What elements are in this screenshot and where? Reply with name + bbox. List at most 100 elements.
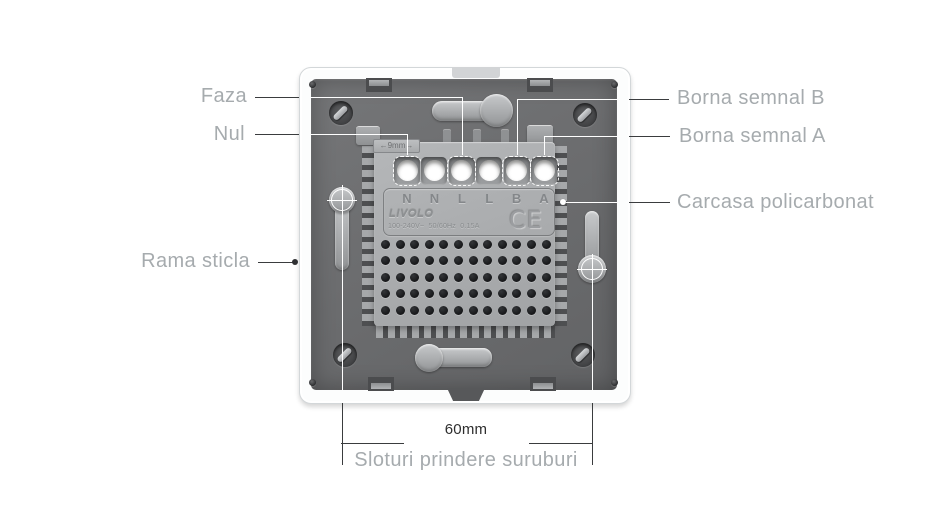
vent-hole <box>395 305 405 315</box>
module-teeth-left <box>362 146 375 326</box>
vent-hole <box>483 289 493 299</box>
vent-hole <box>410 240 420 249</box>
vent-hole <box>381 289 390 299</box>
wire-gauge-badge: ←9mm→ <box>373 139 420 153</box>
plate-notch <box>368 377 394 391</box>
leader-borna-a-vertical <box>544 136 545 155</box>
dim-line-right-dark <box>592 403 593 465</box>
vent-hole <box>410 256 420 266</box>
dim-line-horizontal-left <box>341 443 404 444</box>
vent-hole <box>381 256 390 266</box>
vent-hole <box>395 256 405 266</box>
vent-hole <box>483 256 493 266</box>
oval-screw <box>329 101 353 125</box>
vent-hole <box>512 272 522 282</box>
vent-hole <box>512 256 522 266</box>
vent-hole <box>526 289 536 299</box>
vent-hole <box>483 240 493 249</box>
vent-hole <box>541 305 551 315</box>
corner-screw <box>611 81 618 88</box>
terminal-hole <box>478 160 500 181</box>
leader-borna-b-light <box>517 99 617 100</box>
vent-hole <box>541 272 551 282</box>
vent-hole <box>453 305 463 315</box>
vent-hole <box>468 289 478 299</box>
vent-hole <box>395 240 405 249</box>
vent-hole <box>381 240 390 249</box>
corner-screw <box>309 81 316 88</box>
vent-hole <box>526 256 536 266</box>
leader-borna-b-vertical <box>517 99 518 155</box>
vent-hole <box>468 240 478 249</box>
vent-hole <box>410 305 420 315</box>
vent-hole <box>381 272 390 282</box>
terminal-label: L <box>485 191 494 206</box>
label-borna-semnal-a: Borna semnal A <box>679 125 826 147</box>
label-nul: Nul <box>213 123 245 145</box>
terminal-hole <box>506 160 528 181</box>
module-tab <box>473 130 481 143</box>
vent-grid <box>381 240 551 315</box>
vent-hole <box>468 272 478 282</box>
leader-nul-vertical <box>407 134 408 155</box>
vent-hole <box>424 289 434 299</box>
crosshair-left-vline <box>342 185 343 215</box>
vent-hole <box>395 289 405 299</box>
plate-notch <box>366 78 392 92</box>
endpoint-dot-carcasa <box>560 199 566 205</box>
module-clip-right <box>527 126 553 145</box>
dim-line-right-light <box>592 269 593 390</box>
leader-borna-b-dark <box>629 99 669 100</box>
oval-screw <box>571 343 595 367</box>
terminal-highlight <box>502 156 532 186</box>
terminal-highlight <box>447 156 477 186</box>
vent-hole <box>439 240 449 249</box>
leader-nul-dark <box>255 134 299 135</box>
vent-hole <box>468 256 478 266</box>
ce-mark: CE <box>509 206 543 234</box>
vent-hole <box>497 272 507 282</box>
brand-logo: LIVOLO <box>389 208 434 220</box>
leader-faza-vertical <box>462 97 463 155</box>
module-tab <box>501 130 509 143</box>
vent-hole <box>395 272 405 282</box>
terminal-hole <box>423 160 445 181</box>
label-rama-sticla: Rama sticla <box>141 250 250 272</box>
terminal-highlight <box>392 156 422 186</box>
label-carcasa-policarbonat: Carcasa policarbonat <box>677 191 874 213</box>
terminal-hole <box>451 160 473 181</box>
vent-hole <box>468 305 478 315</box>
label-sloturi-prindere: Sloturi prindere suruburi <box>354 449 578 471</box>
terminal-hole <box>533 160 555 181</box>
terminal-label: L <box>457 191 466 206</box>
terminal-hole <box>396 160 418 181</box>
vent-hole <box>410 289 420 299</box>
module-teeth-bottom <box>376 325 555 338</box>
vent-hole <box>541 256 551 266</box>
label-60mm: 60mm <box>444 421 488 438</box>
vent-hole <box>541 240 551 249</box>
oval-screw <box>573 103 597 127</box>
vent-hole <box>381 305 390 315</box>
terminal-label: B <box>511 191 522 206</box>
label-borna-semnal-b: Borna semnal B <box>677 87 825 109</box>
vent-hole <box>497 240 507 249</box>
vent-hole <box>424 272 434 282</box>
vent-hole <box>424 256 434 266</box>
vent-hole <box>541 289 551 299</box>
crosshair-right-vline <box>592 254 593 284</box>
vent-hole <box>453 289 463 299</box>
vent-hole <box>512 289 522 299</box>
frame-notch-bottom <box>447 388 485 401</box>
endpoint-dot-rama <box>292 259 298 265</box>
vent-hole <box>424 240 434 249</box>
vent-hole <box>439 289 449 299</box>
vent-hole <box>439 305 449 315</box>
vent-hole <box>453 240 463 249</box>
dim-line-horizontal-right <box>529 443 593 444</box>
vent-hole <box>453 272 463 282</box>
label-panel <box>383 188 555 236</box>
vent-hole <box>526 240 536 249</box>
vent-hole <box>439 256 449 266</box>
